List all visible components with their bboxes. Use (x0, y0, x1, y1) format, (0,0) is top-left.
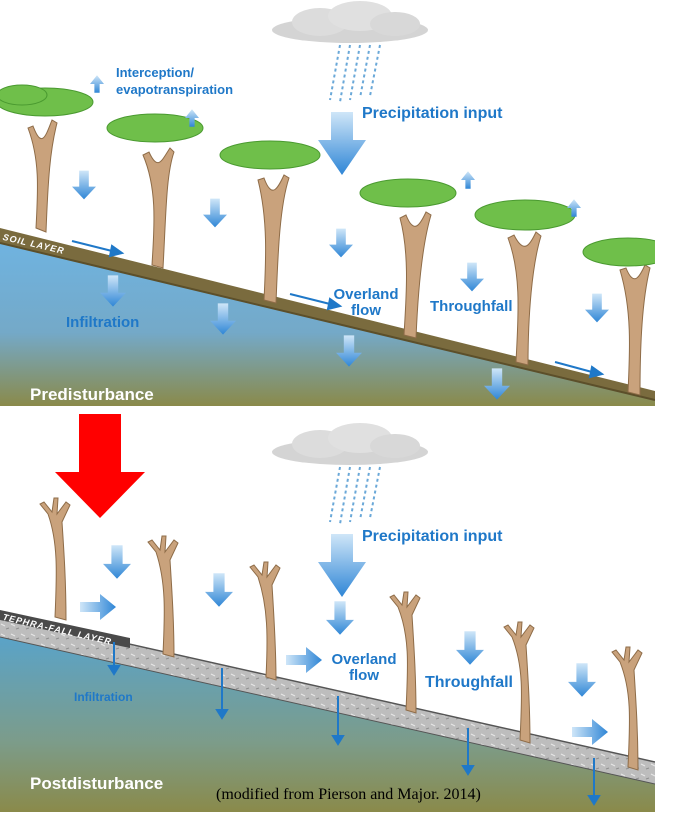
predisturbance-panel: Interception/evapotranspiration Precipit… (0, 0, 655, 406)
throughfall-arrow (103, 545, 131, 579)
throughfall-arrow (203, 198, 227, 228)
precipitation-arrow (318, 112, 366, 175)
infiltration-label: Infiltration (66, 314, 140, 331)
evapotranspiration-arrow (90, 75, 104, 93)
tephra-fall-layer-band (0, 615, 655, 784)
overland-flow-arrow (286, 647, 322, 673)
trees (27, 119, 651, 396)
postdisturbance-illustration (0, 423, 655, 812)
throughfall-arrow (585, 293, 609, 323)
throughfall-arrow (568, 663, 596, 697)
cloud-icon (272, 1, 428, 43)
dead-trees (39, 497, 643, 771)
throughfall-arrow (456, 631, 484, 665)
throughfall-arrow (329, 228, 353, 258)
transition-arrow (55, 414, 145, 518)
infiltration-arrows (107, 642, 601, 806)
throughfall-arrow (326, 601, 354, 635)
throughfall-arrow (205, 573, 233, 607)
soil-layer-band (0, 228, 655, 400)
precipitation-label: Precipitation input (362, 528, 503, 545)
predisturbance-illustration (0, 1, 655, 406)
ground (0, 637, 655, 812)
rain-icon (329, 44, 381, 103)
throughfall-arrow (72, 170, 96, 200)
overland-flow-arrows (71, 240, 605, 379)
ground (0, 243, 655, 406)
overland-flow-arrow (572, 719, 608, 745)
overland-flow-arrow (80, 594, 116, 620)
rain-icon (329, 466, 381, 525)
precipitation-label: Precipitation input (362, 105, 503, 122)
stage-label: Postdisturbance (30, 774, 164, 793)
infiltration-label: Infiltration (74, 690, 133, 704)
cloud-icon (272, 423, 428, 465)
stage-label: Predisturbance (30, 385, 154, 404)
throughfall-label: Throughfall (425, 674, 513, 691)
throughfall-label: Throughfall (430, 298, 513, 315)
throughfall-arrow (460, 262, 484, 292)
tree-canopies (0, 84, 655, 267)
precipitation-arrow (318, 534, 366, 597)
evapotranspiration-arrow (461, 171, 475, 189)
interception-label: Interception/evapotranspiration (116, 65, 234, 97)
figure-caption: (modified from Pierson and Major. 2014) (216, 786, 481, 803)
